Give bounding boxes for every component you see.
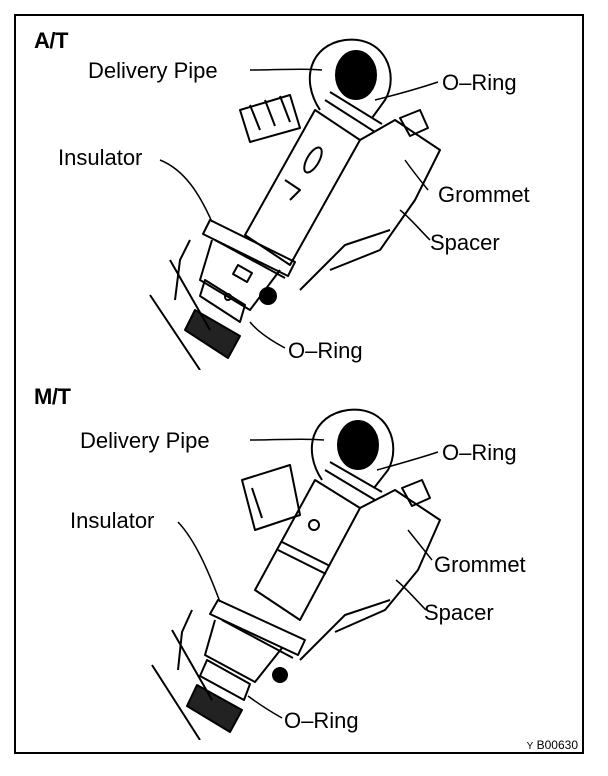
reference-prefix: Y <box>526 741 534 752</box>
panel-title: A/T <box>34 28 68 53</box>
label-delivery-pipe: Delivery Pipe <box>80 428 210 453</box>
reference-code: Y B00630 <box>527 738 578 752</box>
label-delivery-pipe: Delivery Pipe <box>88 58 218 83</box>
panel-title: M/T <box>34 384 71 409</box>
label-grommet: Grommet <box>438 182 530 207</box>
label-spacer: Spacer <box>424 600 494 625</box>
label-o-ring-top: O–Ring <box>442 440 517 465</box>
label-o-ring-bottom: O–Ring <box>288 338 363 363</box>
label-spacer: Spacer <box>430 230 500 255</box>
label-grommet: Grommet <box>434 552 526 577</box>
label-insulator: Insulator <box>70 508 155 533</box>
injector-drawing-at <box>149 38 441 370</box>
label-o-ring-top: O–Ring <box>442 70 517 95</box>
reference-number: B00630 <box>536 738 578 752</box>
label-o-ring-bottom: O–Ring <box>284 708 359 733</box>
injector-drawing-mt <box>151 408 441 740</box>
label-insulator: Insulator <box>58 145 143 170</box>
panel-at: A/T Delivery Pipe O–Ring Insulator Gromm… <box>0 0 608 370</box>
panel-mt: M/T Delivery Pipe O–Ring Insulator Gromm… <box>0 370 608 740</box>
